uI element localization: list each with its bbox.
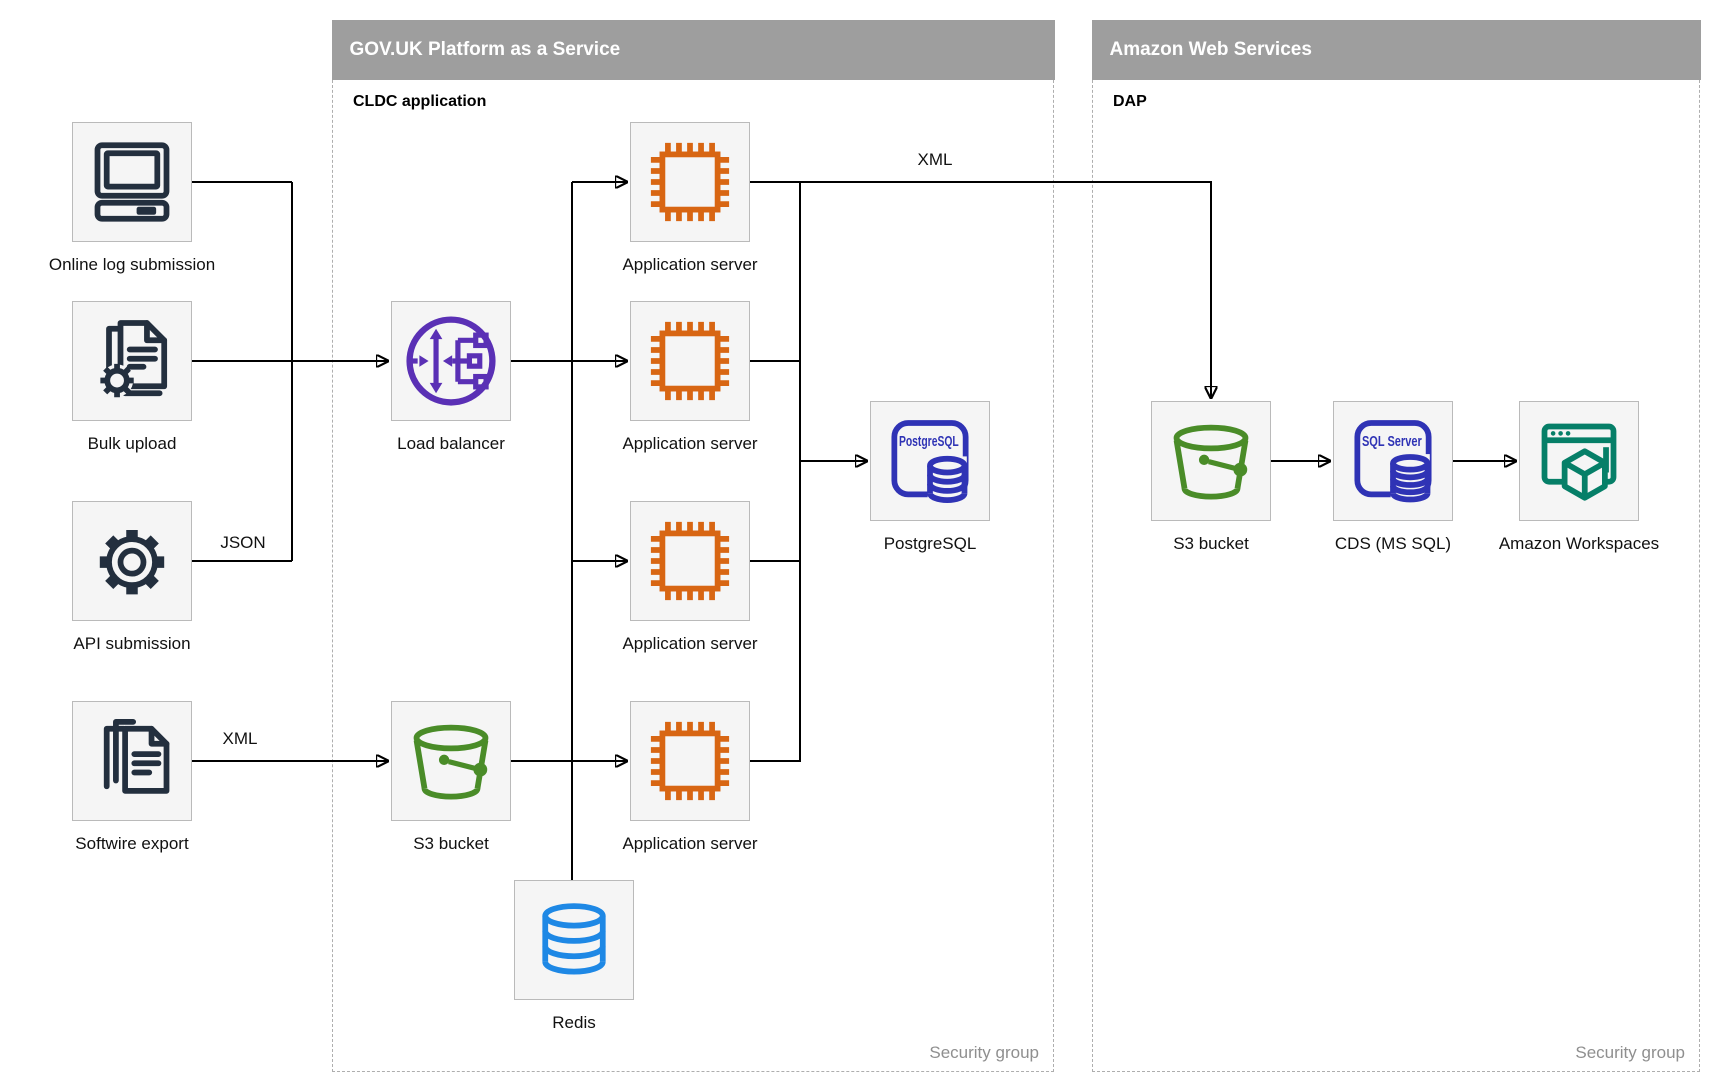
s3-bucket-icon xyxy=(1173,424,1249,500)
node-postgresql: PostgreSQL xyxy=(870,401,990,521)
load-balancer-icon xyxy=(406,316,496,406)
node-label-softwire-export: Softwire export xyxy=(75,834,189,853)
sql-server-icon: SQL Server xyxy=(1354,420,1432,503)
node-cds-mssql: SQL Server xyxy=(1333,401,1453,521)
node-redis xyxy=(514,880,634,1000)
edge-label-json: JSON xyxy=(220,533,266,552)
node-label-app-server-1: Application server xyxy=(622,255,758,274)
node-label-s3-paas: S3 bucket xyxy=(413,834,489,853)
document-gear-icon xyxy=(100,320,168,398)
node-s3-bucket-paas xyxy=(391,701,511,821)
chip-icon xyxy=(650,521,730,601)
s3-bucket-icon xyxy=(413,724,489,800)
node-label-postgresql: PostgreSQL xyxy=(883,534,977,553)
chip-icon xyxy=(650,142,730,222)
node-label-cds: CDS (MS SQL) xyxy=(1334,534,1452,553)
documents-icon xyxy=(103,719,170,794)
workspaces-icon xyxy=(1541,423,1617,501)
node-label-load-balancer: Load balancer xyxy=(397,434,505,453)
container-aws-sublabel: DAP xyxy=(1113,93,1147,110)
computer-icon xyxy=(94,142,170,222)
security-group-label-aws: Security group xyxy=(1575,1043,1685,1062)
node-amazon-workspaces xyxy=(1519,401,1639,521)
node-s3-bucket-aws xyxy=(1151,401,1271,521)
postgresql-icon: PostgreSQL xyxy=(891,420,969,503)
node-app-server-3 xyxy=(630,501,750,621)
node-label-app-server-4: Application server xyxy=(622,834,758,853)
edge-label-xml-softwire: XML xyxy=(222,729,258,748)
node-label-s3-aws: S3 bucket xyxy=(1173,534,1249,553)
node-api-submission xyxy=(72,501,192,621)
container-govuk-paas-sublabel: CLDC application xyxy=(353,93,487,110)
container-aws: Amazon Web Services DAP Security group xyxy=(1091,19,1701,1072)
container-aws-title: Amazon Web Services xyxy=(1091,19,1701,80)
node-app-server-2 xyxy=(630,301,750,421)
node-softwire-export xyxy=(72,701,192,821)
postgresql-icon-text: PostgreSQL xyxy=(899,433,959,450)
node-online-log-submission xyxy=(72,122,192,242)
node-bulk-upload xyxy=(72,301,192,421)
node-label-redis: Redis xyxy=(552,1013,596,1032)
node-label-online-log: Online log submission xyxy=(48,255,216,274)
edge-label-xml-appserver: XML xyxy=(917,150,953,169)
security-group-label-paas: Security group xyxy=(929,1043,1039,1062)
chip-icon xyxy=(650,721,730,801)
redis-icon xyxy=(542,903,606,975)
container-govuk-paas-title: GOV.UK Platform as a Service xyxy=(331,19,1055,80)
node-app-server-1 xyxy=(630,122,750,242)
node-label-bulk-upload: Bulk upload xyxy=(87,434,177,453)
sql-server-icon-text: SQL Server xyxy=(1362,433,1422,450)
container-govuk-paas: GOV.UK Platform as a Service CLDC applic… xyxy=(331,19,1055,1072)
chip-icon xyxy=(650,321,730,401)
gear-icon xyxy=(99,529,165,595)
node-label-app-server-2: Application server xyxy=(622,434,758,453)
node-app-server-4 xyxy=(630,701,750,821)
node-load-balancer xyxy=(391,301,511,421)
node-label-api-submission: API submission xyxy=(73,634,191,653)
node-label-app-server-3: Application server xyxy=(622,634,758,653)
node-label-workspaces: Amazon Workspaces xyxy=(1498,534,1660,553)
